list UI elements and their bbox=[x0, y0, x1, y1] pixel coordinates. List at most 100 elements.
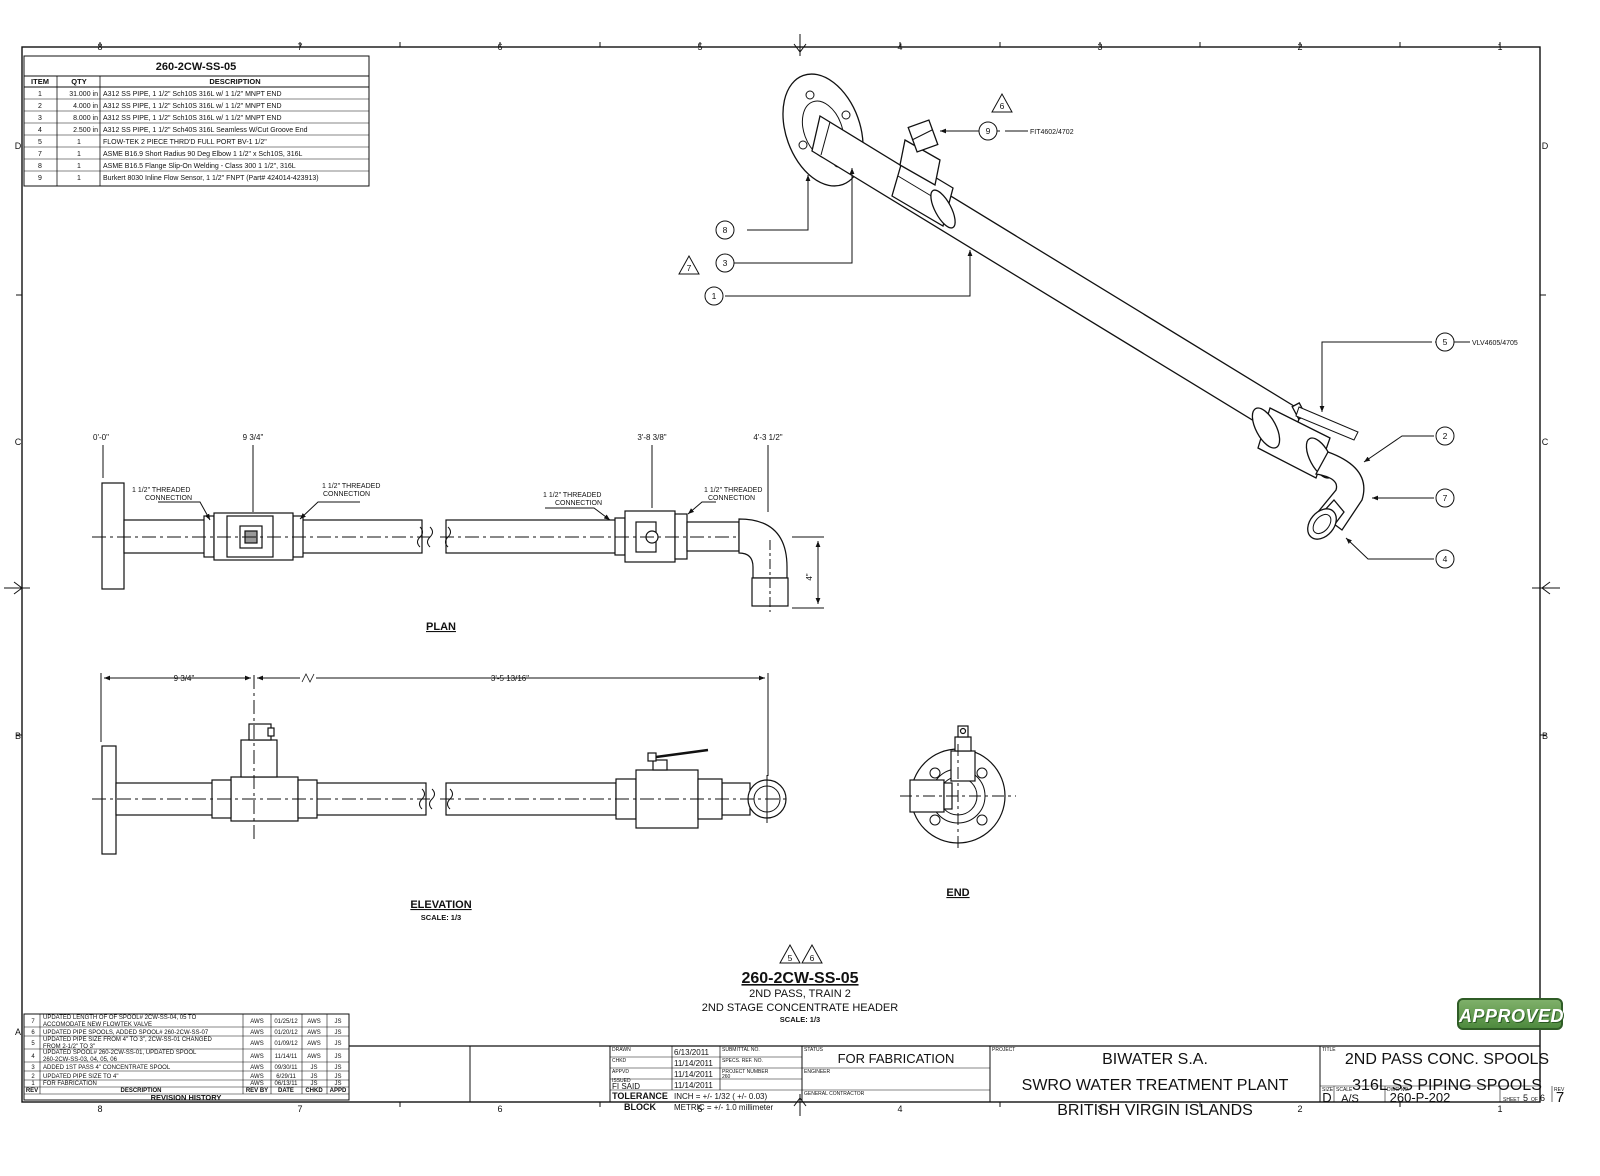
tb-block: BLOCK bbox=[624, 1102, 656, 1112]
tb-issued-by: FI SAID bbox=[612, 1082, 640, 1091]
tb-project-l1: BIWATER S.A. bbox=[1102, 1051, 1208, 1068]
rev-row-date: 6/29/11 bbox=[276, 1074, 296, 1080]
balloon-1: 1 bbox=[712, 291, 717, 301]
balloon-2: 2 bbox=[1443, 431, 1448, 441]
bill-of-materials: 260-2CW-SS-05 ITEM QTY DESCRIPTION 1 31.… bbox=[23, 55, 370, 187]
plan-conn-3-l1: 1 1/2" THREADED bbox=[543, 492, 601, 499]
zone-row-left-a: A bbox=[15, 1027, 21, 1037]
plan-dim-0: 0'-0" bbox=[93, 433, 109, 442]
rev-row-desc2: 260-2CW-SS-03, 04, 05, 06 bbox=[43, 1057, 118, 1063]
rev-row-by: AWS bbox=[250, 1065, 263, 1071]
rev-row-desc: FOR FABRICATION bbox=[43, 1081, 97, 1087]
plan-dim-9-3-4: 9 3/4" bbox=[243, 433, 264, 442]
tb-dwg: 260-P-202 bbox=[1390, 1090, 1451, 1105]
rev-row-desc2: ACCOMODATE NEW FLOWTEK VALVE bbox=[43, 1022, 152, 1028]
tb-label-rev: REV bbox=[1554, 1087, 1565, 1093]
rev-row-desc: ADDED 1ST PASS 4" CONCENTRATE SPOOL bbox=[43, 1065, 171, 1071]
zone-row-right-d: D bbox=[1542, 141, 1549, 151]
bom-row-desc: A312 SS PIPE, 1 1/2" Sch10S 316L w/ 1 1/… bbox=[103, 115, 282, 122]
tb-label-project-number: PROJECT NUMBER bbox=[722, 1069, 769, 1075]
bom-row-qty: 8.000 in bbox=[73, 115, 98, 122]
title-scale: SCALE: 1/3 bbox=[780, 1015, 820, 1024]
plan-conn-3-l2: CONNECTION bbox=[555, 500, 602, 507]
rev-header-appd: APPD bbox=[330, 1088, 347, 1094]
zone-row-right-b: B bbox=[1542, 731, 1548, 741]
tb-date-drawn: 6/13/2011 bbox=[674, 1048, 710, 1057]
rev-row-by: AWS bbox=[250, 1030, 263, 1036]
plan-title: PLAN bbox=[426, 621, 456, 633]
tb-label-appvd: APPVD bbox=[612, 1069, 629, 1075]
zone-col-top-2: 2 bbox=[1297, 42, 1302, 52]
rev-row-chkd: JS bbox=[310, 1081, 317, 1087]
tb-project-l3: BRITISH VIRGIN ISLANDS bbox=[1057, 1102, 1253, 1119]
rev-row-appd: JS bbox=[334, 1054, 341, 1060]
bom-header-qty: QTY bbox=[71, 77, 86, 86]
tb-scale: A/S bbox=[1341, 1093, 1359, 1105]
bom-row-item: 7 bbox=[38, 151, 42, 158]
zone-row-left-d: D bbox=[15, 141, 22, 151]
rev-row-no: 6 bbox=[31, 1030, 35, 1036]
tb-tolerance: TOLERANCE bbox=[612, 1091, 668, 1101]
elev-dim-9-3-4: 9 3/4" bbox=[174, 674, 195, 683]
zone-col-bot-3: 3 bbox=[1097, 1104, 1102, 1114]
bom-row-qty: 1 bbox=[77, 163, 81, 170]
bom-row-desc: A312 SS PIPE, 1 1/2" Sch10S 316L w/ 1 1/… bbox=[103, 103, 282, 110]
spool-number: 260-2CW-SS-05 bbox=[741, 970, 858, 987]
rev-row-chkd: JS bbox=[310, 1074, 317, 1080]
tb-label-chkd: CHKD bbox=[612, 1058, 627, 1064]
zone-col-top-7: 7 bbox=[297, 42, 302, 52]
rev-row-chkd: AWS bbox=[307, 1030, 320, 1036]
balloon-7: 7 bbox=[1443, 493, 1448, 503]
tb-title-l1: 2ND PASS CONC. SPOOLS bbox=[1345, 1051, 1549, 1068]
zone-col-top-1: 1 bbox=[1497, 42, 1502, 52]
zone-col-bot-2: 2 bbox=[1297, 1104, 1302, 1114]
zone-col-bot-5: 5 bbox=[697, 1104, 702, 1114]
tb-label-status: STATUS bbox=[804, 1047, 824, 1053]
rev-header-chkd: CHKD bbox=[305, 1088, 323, 1094]
rev-header-by: REV BY bbox=[246, 1088, 268, 1094]
tb-label-engineer: ENGINEER bbox=[804, 1069, 831, 1075]
rev-row-date: 11/14/11 bbox=[275, 1054, 298, 1060]
rev-row-date: 01/20/12 bbox=[274, 1030, 298, 1036]
tb-label-size: SIZE bbox=[1322, 1087, 1334, 1093]
title-block: DRAWN CHKD APPVD ISSUED SUBMITTAL NO. SP… bbox=[349, 1045, 1565, 1119]
rev-row-by: AWS bbox=[250, 1019, 263, 1025]
rev-row-chkd: AWS bbox=[307, 1019, 320, 1025]
tb-label-issued: ISSUED bbox=[612, 1078, 631, 1084]
zone-col-bot-6: 6 bbox=[497, 1104, 502, 1114]
tb-rev: 7 bbox=[1556, 1089, 1564, 1106]
bom-row-qty: 1 bbox=[77, 139, 81, 146]
tb-label-submittal: SUBMITTAL NO. bbox=[722, 1047, 760, 1053]
end-title: END bbox=[946, 887, 969, 899]
zone-col-top-8: 8 bbox=[97, 42, 102, 52]
plan-dim-4: 4" bbox=[805, 573, 814, 580]
tb-of-label: OF bbox=[1531, 1097, 1538, 1103]
bom-row-qty: 4.000 in bbox=[73, 103, 98, 110]
elev-dim-3-5-13-16: 3'-5 13/16" bbox=[491, 674, 529, 683]
tb-label-dwg: DWG NO. bbox=[1387, 1087, 1410, 1093]
elevation-view bbox=[101, 723, 787, 855]
balloon-4: 4 bbox=[1443, 554, 1448, 564]
rev-row-date: 01/25/12 bbox=[274, 1019, 298, 1025]
title-line1: 2ND PASS, TRAIN 2 bbox=[749, 988, 851, 1000]
tb-label-scale: SCALE bbox=[1336, 1087, 1353, 1093]
tb-label-gc: GENERAL CONTRACTOR bbox=[804, 1091, 865, 1097]
revision-history-title: REVISION HISTORY bbox=[151, 1093, 222, 1102]
bom-row-desc: FLOW-TEK 2 PIECE THRD'D FULL PORT BV-1 1… bbox=[103, 139, 267, 146]
main-title: 5 6 260-2CW-SS-05 2ND PASS, TRAIN 2 2ND … bbox=[702, 943, 898, 1024]
bom-row-desc: A312 SS PIPE, 1 1/2" Sch40S 316L Seamles… bbox=[103, 127, 308, 134]
plan-conn-2-l2: CONNECTION bbox=[323, 491, 370, 498]
elevation-title: ELEVATION bbox=[410, 899, 471, 911]
tag-fit: FIT4602/4702 bbox=[1030, 129, 1074, 136]
zone-col-bot-1: 1 bbox=[1497, 1104, 1502, 1114]
plan-dim-4-3-1-2: 4'-3 1/2" bbox=[753, 433, 782, 442]
zone-col-bot-8: 8 bbox=[97, 1104, 102, 1114]
rev-row-desc: UPDATED PIPE SIZE FROM 4" TO 3", 2CW-SS-… bbox=[43, 1037, 213, 1043]
rev-flag-7: 7 bbox=[687, 263, 692, 273]
sheet-border bbox=[21, 46, 1541, 1103]
zone-col-top-3: 3 bbox=[1097, 42, 1102, 52]
plan-conn-1-l1: 1 1/2" THREADED bbox=[132, 487, 190, 494]
title-rev-6: 6 bbox=[810, 953, 815, 963]
approved-stamp: APPROVED bbox=[1457, 998, 1564, 1030]
